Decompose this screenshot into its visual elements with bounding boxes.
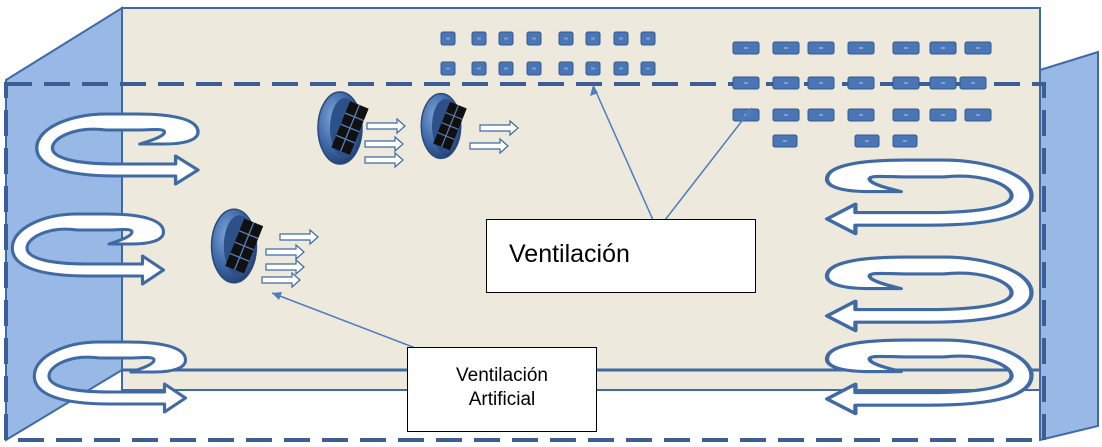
vent-slot-highlight xyxy=(504,67,508,70)
vent-slot-highlight xyxy=(532,67,536,70)
vent-slot-highlight xyxy=(619,37,623,40)
vent-slot-highlight xyxy=(865,140,869,142)
annotation-line xyxy=(592,84,654,221)
vent-slot-highlight xyxy=(941,47,945,49)
vent-slot-highlight xyxy=(904,82,908,84)
vent-slot-highlight xyxy=(859,47,863,49)
vent-slot-highlight xyxy=(903,140,907,142)
ventilation-openings xyxy=(440,31,992,148)
vent-slot-highlight xyxy=(784,82,788,84)
vent-slot-highlight xyxy=(446,37,450,40)
vent-slot-highlight xyxy=(941,114,945,116)
vent-slot-highlight xyxy=(783,140,787,142)
vent-slot-highlight xyxy=(941,82,945,84)
vent-slot-highlight xyxy=(477,37,481,40)
vent-slot-highlight xyxy=(446,67,450,70)
front-frame-dashed xyxy=(4,82,1046,442)
vent-slot-highlight xyxy=(591,37,595,40)
annotation-arrowhead xyxy=(590,85,598,96)
vent-slot-highlight xyxy=(532,37,536,40)
vent-slot-highlight xyxy=(477,67,481,70)
ventilacion-artificial-label: Ventilación Artificial xyxy=(456,365,548,410)
vent-slot-highlight xyxy=(744,47,748,49)
right-side-panel xyxy=(1039,50,1099,442)
vent-slot-highlight xyxy=(859,82,863,84)
vent-slot-highlight xyxy=(564,37,568,40)
vent-slot-highlight xyxy=(971,82,975,84)
ventilacion-label: Ventilación xyxy=(509,240,630,268)
vent-slot-highlight xyxy=(619,67,623,70)
vent-slot-highlight xyxy=(646,37,650,40)
annotation-arrowhead xyxy=(272,292,282,300)
vent-slot-highlight xyxy=(859,114,863,116)
vent-slot-highlight xyxy=(819,82,823,84)
vent-slot-highlight xyxy=(904,47,908,49)
vent-slot-highlight xyxy=(784,47,788,49)
vent-slot-highlight xyxy=(904,114,908,116)
ventilacion-label-box: Ventilación xyxy=(486,219,756,293)
vent-slot-highlight xyxy=(976,114,980,116)
ventilacion-artificial-label-box: Ventilación Artificial xyxy=(407,347,597,432)
vent-slot-highlight xyxy=(591,67,595,70)
vent-slot-highlight xyxy=(819,47,823,49)
vent-slot-highlight xyxy=(646,67,650,70)
back-wall xyxy=(121,7,1041,391)
annotation-line xyxy=(271,292,419,350)
annotation-arrowhead xyxy=(743,108,752,118)
vent-slot-highlight xyxy=(819,114,823,116)
annotation-line xyxy=(664,107,753,221)
vent-slot-highlight xyxy=(504,37,508,40)
vent-slot-highlight xyxy=(976,47,980,49)
vent-slot-highlight xyxy=(784,114,788,116)
vent-slot-highlight xyxy=(564,67,568,70)
vent-slot-highlight xyxy=(744,82,748,84)
